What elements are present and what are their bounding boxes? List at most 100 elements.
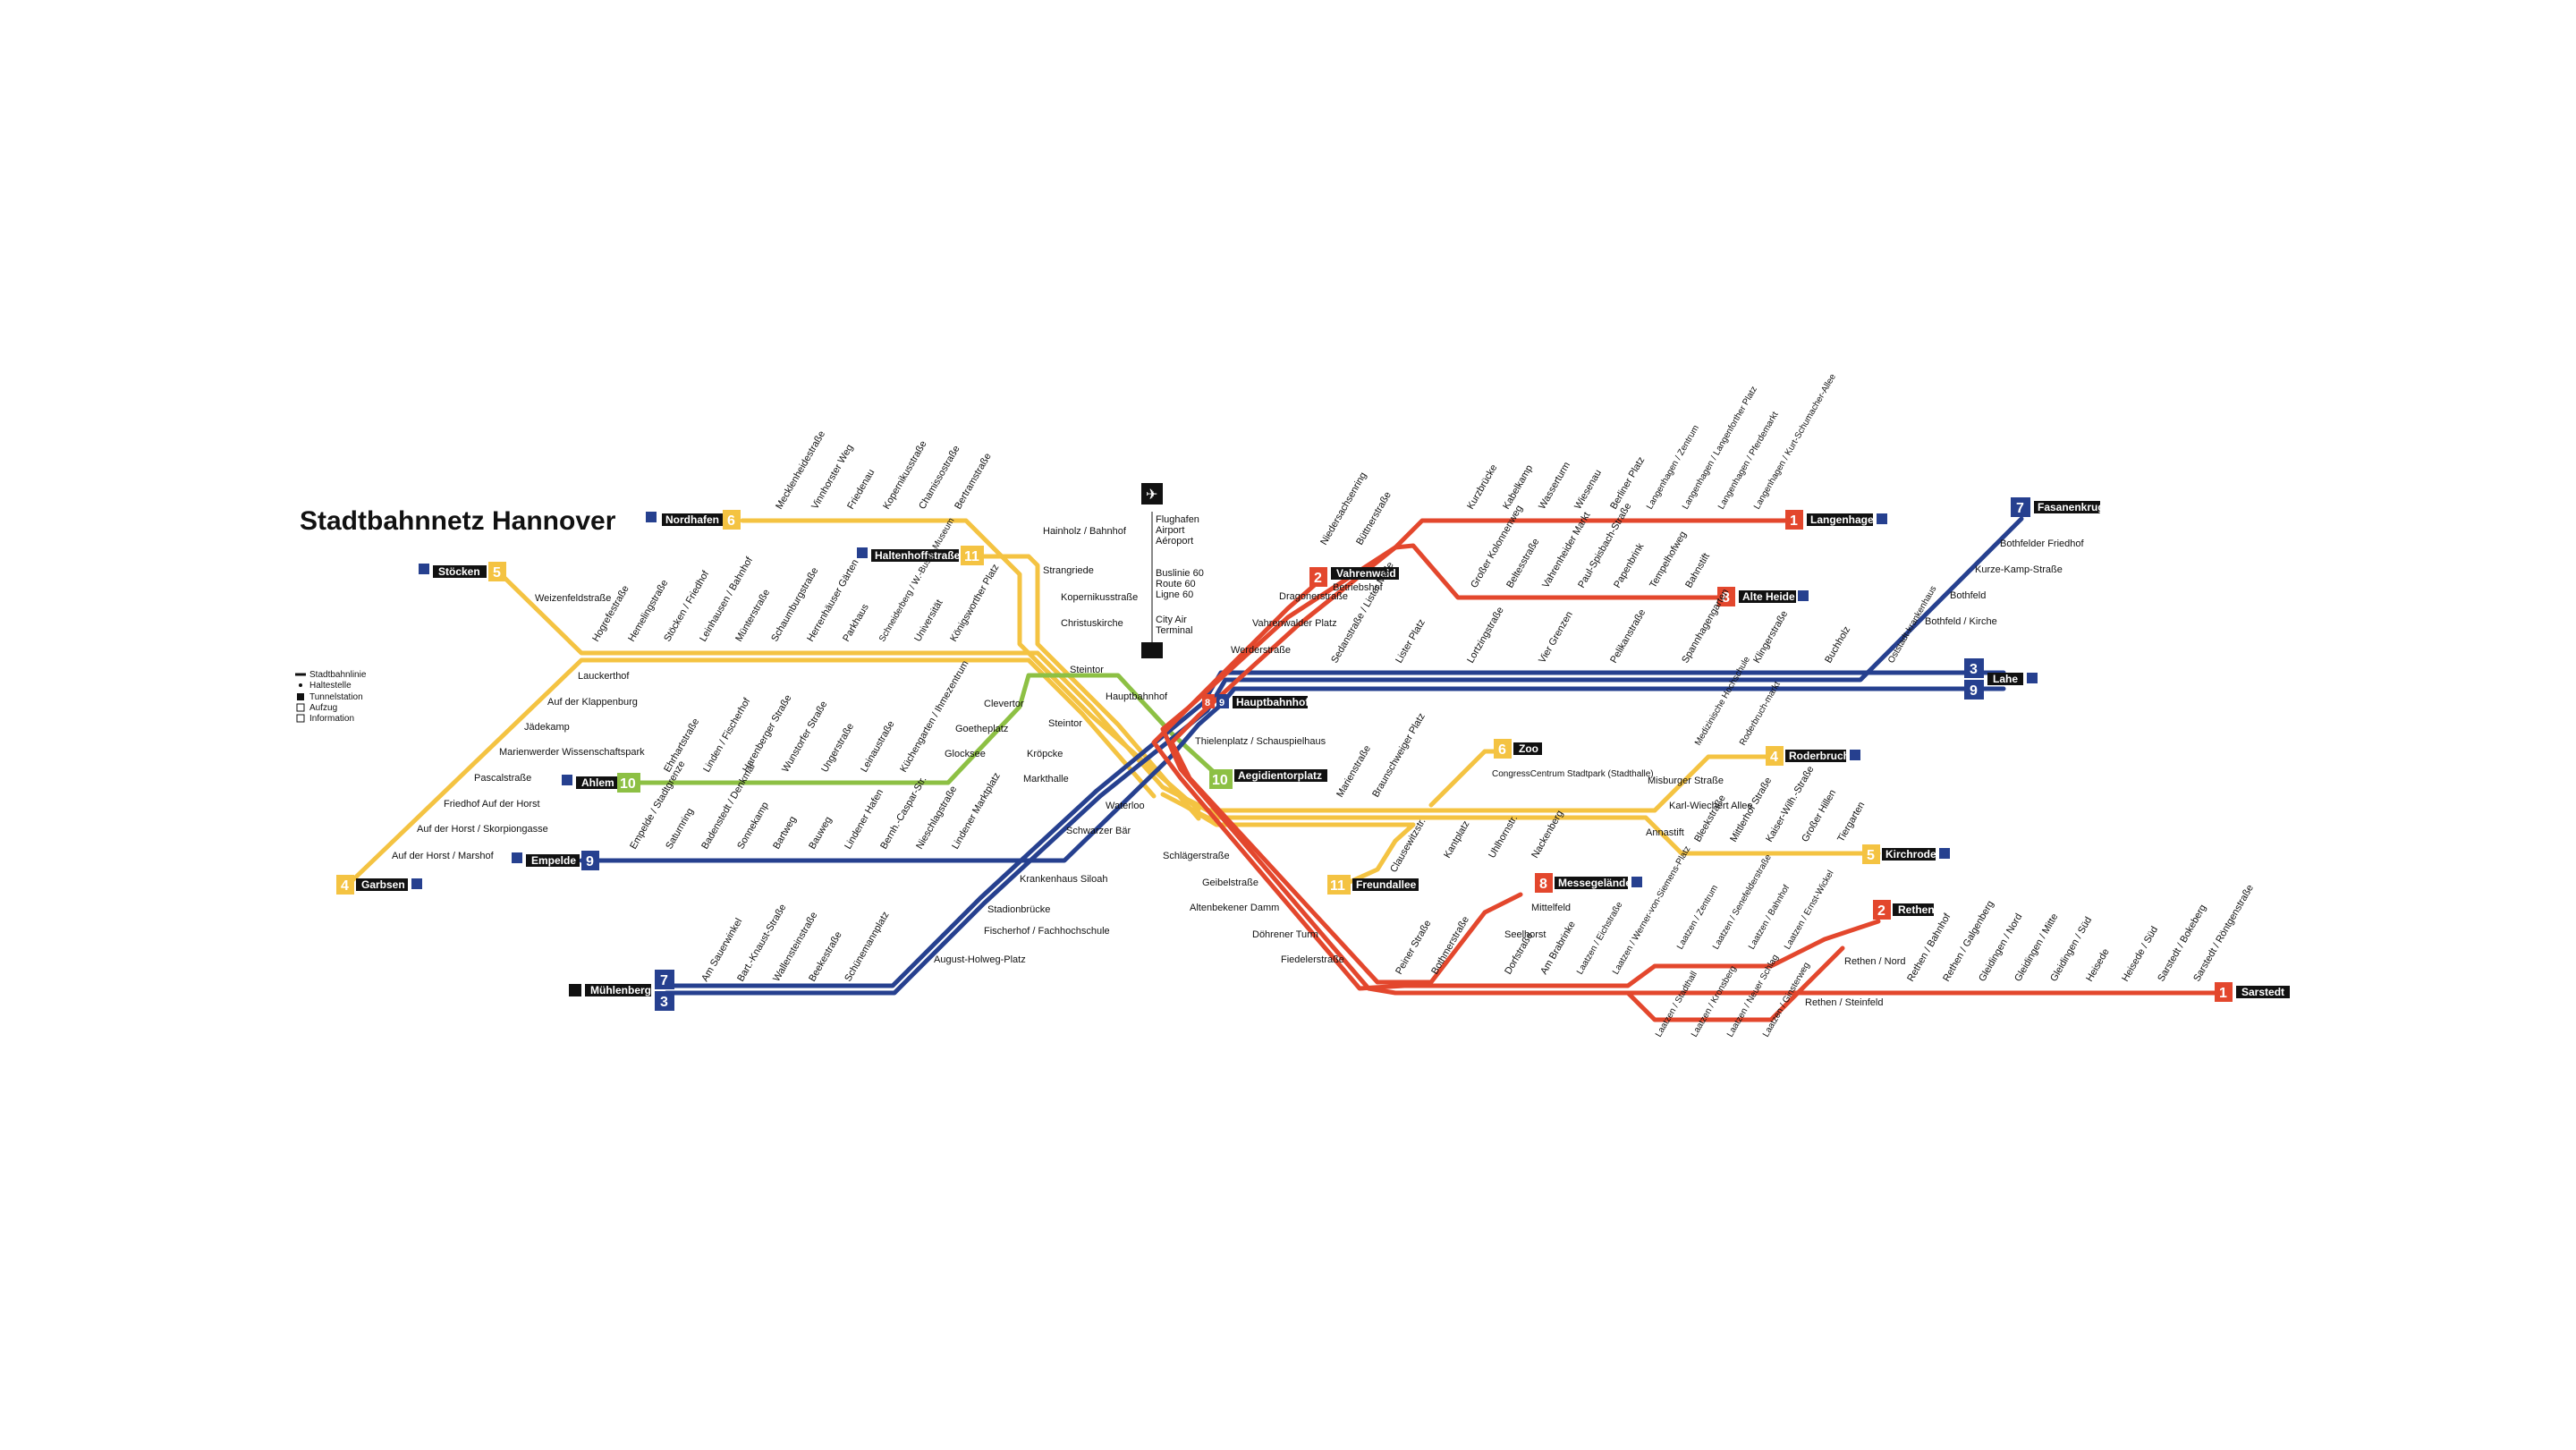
station-label[interactable]: Papenbrink [1612,541,1646,590]
station-label[interactable]: Buchholz [1823,624,1852,665]
line-1-2-rethen-loop[interactable] [1625,945,1845,1022]
station-label[interactable]: Wiesenau [1572,468,1604,511]
station-label[interactable]: Seelhorst [1504,929,1546,940]
line-4-5-6-11-east[interactable] [1160,784,1657,813]
station-label[interactable]: Stadionbrücke [987,904,1050,915]
station-label[interactable]: Parkhaus [841,602,871,644]
terminal-nordhafen[interactable]: Nordhafen 6 [646,510,741,530]
terminal-aegidientorplatz[interactable]: 10 Aegidientorplatz [1209,769,1327,789]
station-label[interactable]: Berliner Platz [1608,455,1647,512]
station-label[interactable]: Goetheplatz [955,724,1008,734]
station-label[interactable]: Tiergarten [1835,800,1867,844]
terminal-zoo[interactable]: 6 Zoo [1494,739,1542,759]
station-label[interactable]: Strangriede [1043,565,1094,576]
terminal-garbsen[interactable]: 4 Garbsen [336,875,422,895]
station-label[interactable]: Rethen / Nord [1844,956,1905,967]
line-10-ahlem[interactable] [623,673,1228,785]
station-label[interactable]: Sonnekamp [735,801,771,852]
station-label[interactable]: Tempelhofweg [1648,530,1689,589]
station-label[interactable]: Lortzingstraße [1465,606,1506,666]
terminal-messegelaende[interactable]: 8 Messegelände [1535,873,1642,893]
terminal-lahe[interactable]: 3 9 Lahe [1964,658,2038,700]
terminal-haltenhoffstrasse[interactable]: Haltenhoffstraße 11 [857,546,984,565]
terminal-fasanenkrug[interactable]: 7 Fasanenkrug [2011,497,2105,517]
station-label[interactable]: Laatzen / Werner-von-Siemens-Platz [1611,844,1692,976]
station-label[interactable]: Universität [912,598,945,643]
terminal-rethen[interactable]: 2 Rethen [1873,900,1935,920]
terminal-vahrenwald[interactable]: 2 Vahrenwald Betriebshof [1309,567,1399,593]
station-label[interactable]: Thielenplatz / Schauspielhaus [1195,736,1326,747]
station-label[interactable]: Schlägerstraße [1163,851,1230,861]
line-4-garbsen[interactable] [344,657,1157,888]
station-label[interactable]: Heisede [2084,947,2112,984]
station-label[interactable]: Schneiderberg / W.-Busch-Museum [877,516,956,643]
station-label[interactable]: Lister Platz [1394,617,1428,665]
terminal-ahlem[interactable]: Ahlem 10 [562,773,640,793]
station-label[interactable]: Jädekamp [524,722,570,733]
station-label[interactable]: Markthalle [1023,774,1069,784]
line-8-alte-heide[interactable] [1169,543,1729,985]
station-label[interactable]: Auf der Horst / Skorpiongasse [417,824,548,835]
station-label[interactable]: Heisede / Süd [2120,925,2160,984]
terminal-empelde[interactable]: Empelde 9 [512,851,599,870]
station-label[interactable]: Pelikanstraße [1608,607,1648,665]
line-11-haltenhoff[interactable] [981,554,1201,821]
station-label[interactable]: Sarstedt / Röntgenstraße [2191,883,2256,983]
station-label[interactable]: Klingerstraße [1751,609,1790,666]
station-label[interactable]: Weizenfeldstraße [535,593,611,604]
station-label[interactable]: Fischerhof / Fachhochschule [984,926,1110,937]
station-label[interactable]: Langenhagen / Langenforther Platz [1681,385,1759,511]
station-label[interactable]: Rethen / Steinfeld [1805,997,1883,1008]
station-label[interactable]: Vahrenwalder Platz [1252,618,1337,629]
station-label[interactable]: Bauweg [807,815,834,851]
station-label[interactable]: Peiner Straße [1394,919,1433,977]
station-label[interactable]: Altenbekener Damm [1190,903,1279,913]
station-label[interactable]: Braunschweiger Platz [1370,711,1428,799]
station-label[interactable]: Uhlhornstr. [1487,813,1520,860]
station-label[interactable]: Werderstraße [1231,645,1291,656]
station-label[interactable]: Fiedelerstraße [1281,954,1344,965]
station-label[interactable]: Waterloo [1106,801,1145,811]
station-label[interactable]: CongressCentrum Stadtpark (Stadthalle) [1492,769,1654,779]
station-label[interactable]: Marienstraße [1335,743,1373,799]
station-label[interactable]: Marienwerder Wissenschaftspark [499,747,645,758]
line-4-roderbruch[interactable] [1652,754,1774,813]
station-label[interactable]: Pascalstraße [474,773,531,784]
station-label[interactable]: Kurzbrücke [1465,462,1499,511]
terminal-stoecken[interactable]: Stöcken 5 [419,562,506,581]
station-label[interactable]: Clevertor [984,699,1024,709]
line-6-nordhafen[interactable] [740,518,1201,812]
terminal-alte-heide[interactable]: 8 Alte Heide [1717,587,1809,606]
station-label[interactable]: Vier Grenzen [1537,610,1575,666]
station-label[interactable]: Königsworther Platz [948,563,1001,644]
station-label[interactable]: Kantplatz [1442,819,1471,861]
station-label[interactable]: Auf der Klappenburg [547,697,638,708]
station-label[interactable]: Großer Hillen [1800,788,1838,844]
terminal-freundallee[interactable]: 11 Freundallee [1327,875,1419,895]
station-label[interactable]: Steintor [1048,718,1082,729]
station-label[interactable]: Laatzen / Senefelderstraße [1711,852,1774,951]
station-label[interactable]: Bahnstift [1683,551,1712,589]
station-label[interactable]: Leinaustraße [859,719,897,775]
station-label[interactable]: August-Holweg-Platz [934,954,1026,965]
line-9-empelde[interactable] [579,686,2006,863]
station-label[interactable]: Schwarzer Bär [1066,826,1131,836]
station-label[interactable]: Bothfeld [1950,590,1986,601]
station-label[interactable]: Beekestraße [807,929,844,983]
line-11-freundallee[interactable] [1178,801,1416,888]
station-label[interactable]: Wasserturm [1537,461,1572,512]
station-label[interactable]: Bothmerstraße [1429,914,1471,976]
station-label[interactable]: Kabelkamp [1501,463,1535,512]
station-label[interactable]: Glocksee [945,749,986,759]
station-label[interactable]: Münterstraße [733,588,772,644]
station-label[interactable]: Kröpcke [1027,749,1063,759]
station-label[interactable]: Kopernikusstraße [1061,592,1138,603]
station-label[interactable]: Schünemannplatz [843,910,891,983]
station-label[interactable]: Büttnerstraße [1354,490,1394,547]
station-label[interactable]: Bothfeld / Kirche [1925,616,1997,627]
station-label[interactable]: Christuskirche [1061,618,1123,629]
station-label[interactable]: Friedhof Auf der Horst [444,799,540,810]
station-label[interactable]: Lindener Marktplatz [950,771,1003,852]
terminal-hauptbahnhof[interactable]: 8 9 Hauptbahnhof [1202,694,1309,708]
station-label[interactable]: Beltesstraße [1504,537,1541,589]
